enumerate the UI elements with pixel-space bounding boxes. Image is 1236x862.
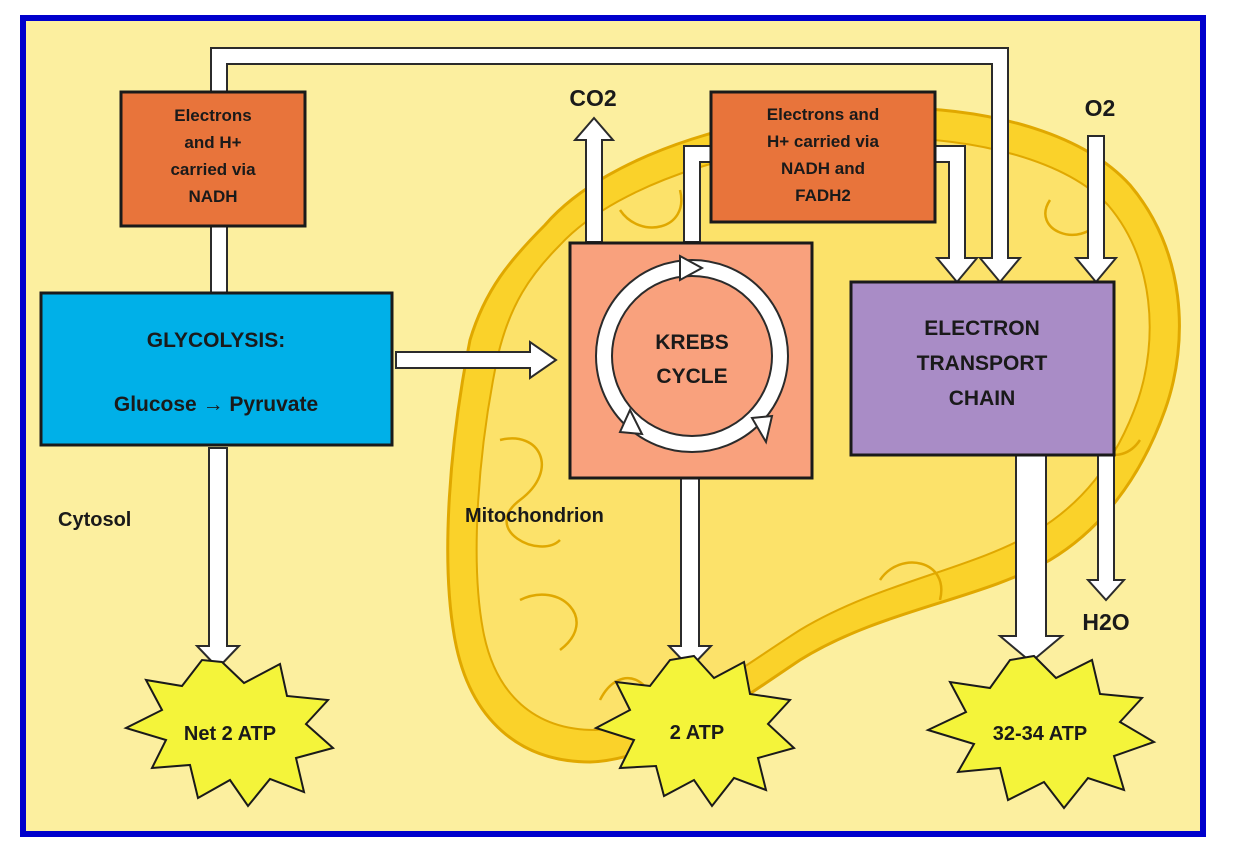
h2o-arrow bbox=[1085, 454, 1127, 602]
etc-atp-burst: 32-34 ATP bbox=[925, 654, 1157, 810]
etc-line-2: TRANSPORT bbox=[917, 352, 1048, 375]
glycolysis-atp-arrow bbox=[194, 447, 242, 670]
electrons-nadh-line-4: NADH bbox=[188, 187, 237, 206]
pyruvate-arrow bbox=[395, 340, 558, 380]
electrons-nadh-fadh2-box: Electrons and H+ carried via NADH and FA… bbox=[709, 90, 937, 224]
o2-label: O2 bbox=[1085, 95, 1116, 121]
krebs-atp-label: 2 ATP bbox=[670, 722, 724, 744]
electrons-nadh-box: Electrons and H+ carried via NADH bbox=[119, 90, 307, 228]
glycolysis-subtitle: Glucose → Pyruvate bbox=[114, 393, 318, 416]
etc-atp-arrow bbox=[997, 454, 1065, 664]
krebs-atp-arrow bbox=[666, 477, 714, 670]
glycolysis-atp-label: Net 2 ATP bbox=[184, 723, 276, 745]
electrons-nadh-line-1: Electrons bbox=[174, 106, 251, 125]
krebs-line-1: KREBS bbox=[655, 331, 729, 354]
electrons-fadh-line-2: H+ carried via bbox=[767, 132, 880, 151]
etc-atp-label: 32-34 ATP bbox=[993, 723, 1087, 745]
co2-label: CO2 bbox=[569, 85, 616, 111]
h2o-label: H2O bbox=[1082, 609, 1129, 635]
mitochondrion-label: Mitochondrion bbox=[465, 505, 604, 527]
electrons-nadh-line-3: carried via bbox=[170, 160, 256, 179]
cytosol-label: Cytosol bbox=[58, 509, 131, 531]
glycolysis-atp-burst: Net 2 ATP bbox=[123, 658, 336, 808]
electrons-fadh-line-4: FADH2 bbox=[795, 186, 851, 205]
electrons-fadh-line-3: NADH and bbox=[781, 159, 865, 178]
etc-line-1: ELECTRON bbox=[924, 317, 1040, 340]
electrons-nadh-line-2: and H+ bbox=[184, 133, 241, 152]
electrons-fadh-line-1: Electrons and bbox=[767, 105, 879, 124]
krebs-atp-burst: 2 ATP bbox=[593, 654, 796, 808]
electron-transport-chain-box: ELECTRON TRANSPORT CHAIN bbox=[849, 280, 1116, 457]
etc-line-3: CHAIN bbox=[949, 387, 1016, 410]
krebs-cycle-box: KREBS CYCLE bbox=[568, 241, 814, 480]
co2-release-arrow bbox=[572, 116, 616, 243]
krebs-cycle-arrowheads bbox=[618, 254, 774, 445]
glycolysis-title: GLYCOLYSIS: bbox=[147, 329, 286, 352]
krebs-line-2: CYCLE bbox=[656, 365, 727, 388]
o2-intake-arrow bbox=[1073, 135, 1119, 284]
glycolysis-box: GLYCOLYSIS: Glucose → Pyruvate bbox=[39, 291, 394, 447]
